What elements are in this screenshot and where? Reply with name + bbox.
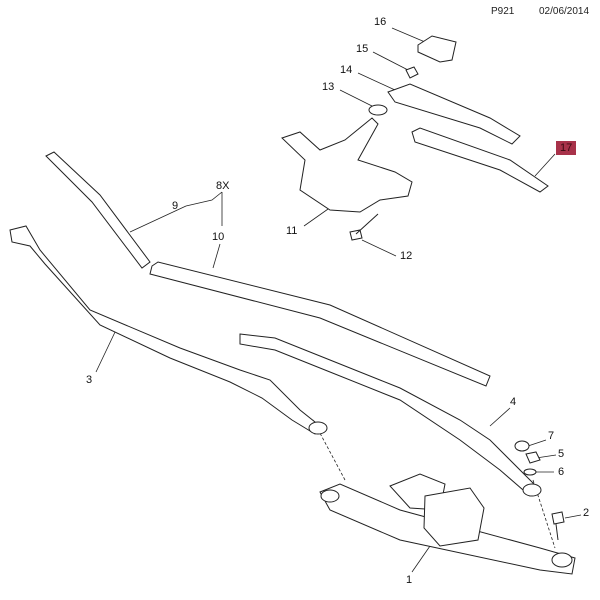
arm-pivot-nut (522, 483, 542, 497)
part-2-bolt[interactable] (551, 511, 565, 541)
part-17-rear-blade[interactable] (411, 127, 549, 193)
part-3-wiper-arm[interactable] (9, 225, 321, 435)
callout-2[interactable]: 2 (583, 507, 590, 519)
part-5-nut[interactable] (525, 451, 541, 464)
part-14-rear-arm[interactable] (387, 83, 521, 145)
callout-13[interactable]: 13 (322, 81, 335, 93)
part-11-rear-motor[interactable] (281, 117, 413, 213)
part-6-washer[interactable] (523, 468, 537, 476)
callout-5[interactable]: 5 (558, 448, 565, 460)
part-12-bolt[interactable] (349, 213, 379, 241)
callout-17[interactable]: 17 (556, 141, 577, 155)
callout-11[interactable]: 11 (286, 225, 298, 237)
part-15-nut[interactable] (405, 66, 419, 79)
callout-7[interactable]: 7 (548, 430, 555, 442)
part-9-wiper-blade[interactable] (45, 151, 151, 269)
page-id: P921 (491, 6, 515, 17)
part-10-wiper-blade[interactable] (149, 261, 491, 387)
callout-8x[interactable]: 8X (216, 180, 230, 192)
part-7-cap[interactable] (514, 440, 530, 452)
callout-15[interactable]: 15 (356, 43, 369, 55)
part-13-grommet[interactable] (368, 104, 388, 116)
callout-1[interactable]: 1 (406, 574, 413, 586)
part-1-motor-linkage[interactable] (319, 473, 576, 575)
part-16-cap[interactable] (417, 35, 457, 63)
callout-3[interactable]: 3 (86, 374, 93, 386)
callout-10[interactable]: 10 (212, 231, 225, 243)
callout-6[interactable]: 6 (558, 466, 565, 478)
callout-14[interactable]: 14 (340, 64, 353, 76)
callout-12[interactable]: 12 (400, 250, 413, 262)
leader-lines (95, 27, 582, 573)
diagram-date: 02/06/2014 (539, 6, 590, 17)
callout-16[interactable]: 16 (374, 16, 387, 28)
arm-pivot-nut (308, 421, 328, 435)
callout-4[interactable]: 4 (510, 396, 517, 408)
callout-9[interactable]: 9 (172, 200, 179, 212)
